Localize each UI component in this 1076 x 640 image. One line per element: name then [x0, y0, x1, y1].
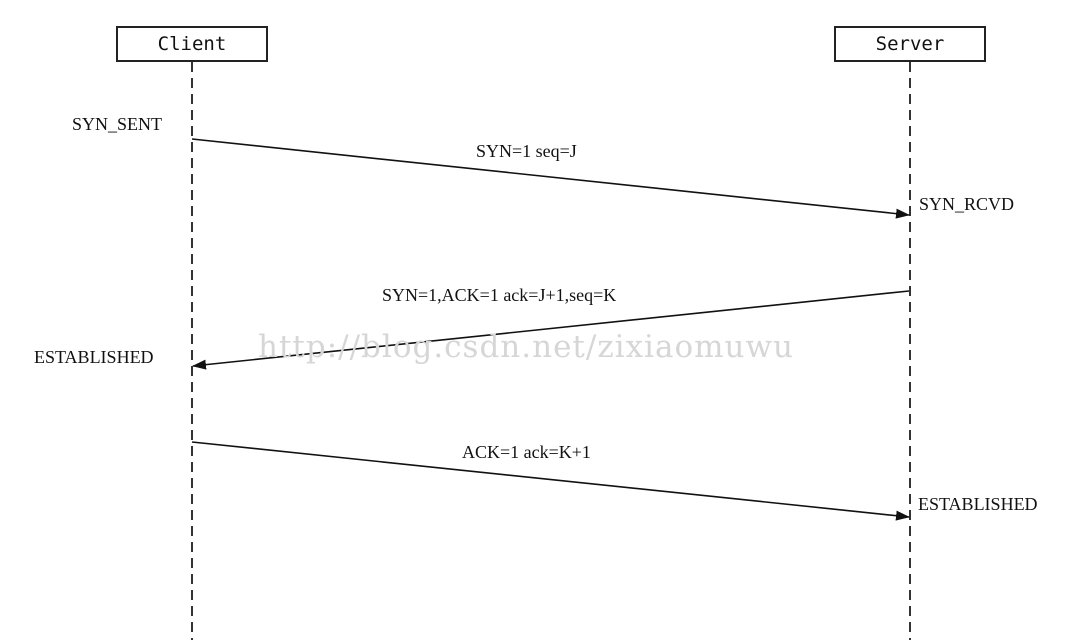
- watermark-text: http://blog.csdn.net/zixiaomuwu: [258, 329, 794, 365]
- client-participant-label: Client: [157, 33, 227, 55]
- message-arrow-syn-ack: [192, 290, 910, 370]
- server-state-established: ESTABLISHED: [918, 494, 1038, 514]
- message-label-syn-ack: SYN=1,ACK=1 ack=J+1,seq=K: [382, 285, 617, 305]
- message-label-ack: ACK=1 ack=K+1: [462, 442, 591, 462]
- client-participant-box: Client: [116, 26, 268, 62]
- server-participant-box: Server: [834, 26, 986, 62]
- message-label-syn: SYN=1 seq=J: [476, 141, 577, 161]
- client-state-established: ESTABLISHED: [34, 347, 154, 367]
- server-state-syn-rcvd: SYN_RCVD: [919, 194, 1015, 214]
- server-participant-label: Server: [875, 33, 945, 55]
- client-state-syn-sent: SYN_SENT: [72, 114, 163, 134]
- message-arrow-ack: [191, 441, 910, 521]
- message-arrow-syn: [191, 138, 910, 219]
